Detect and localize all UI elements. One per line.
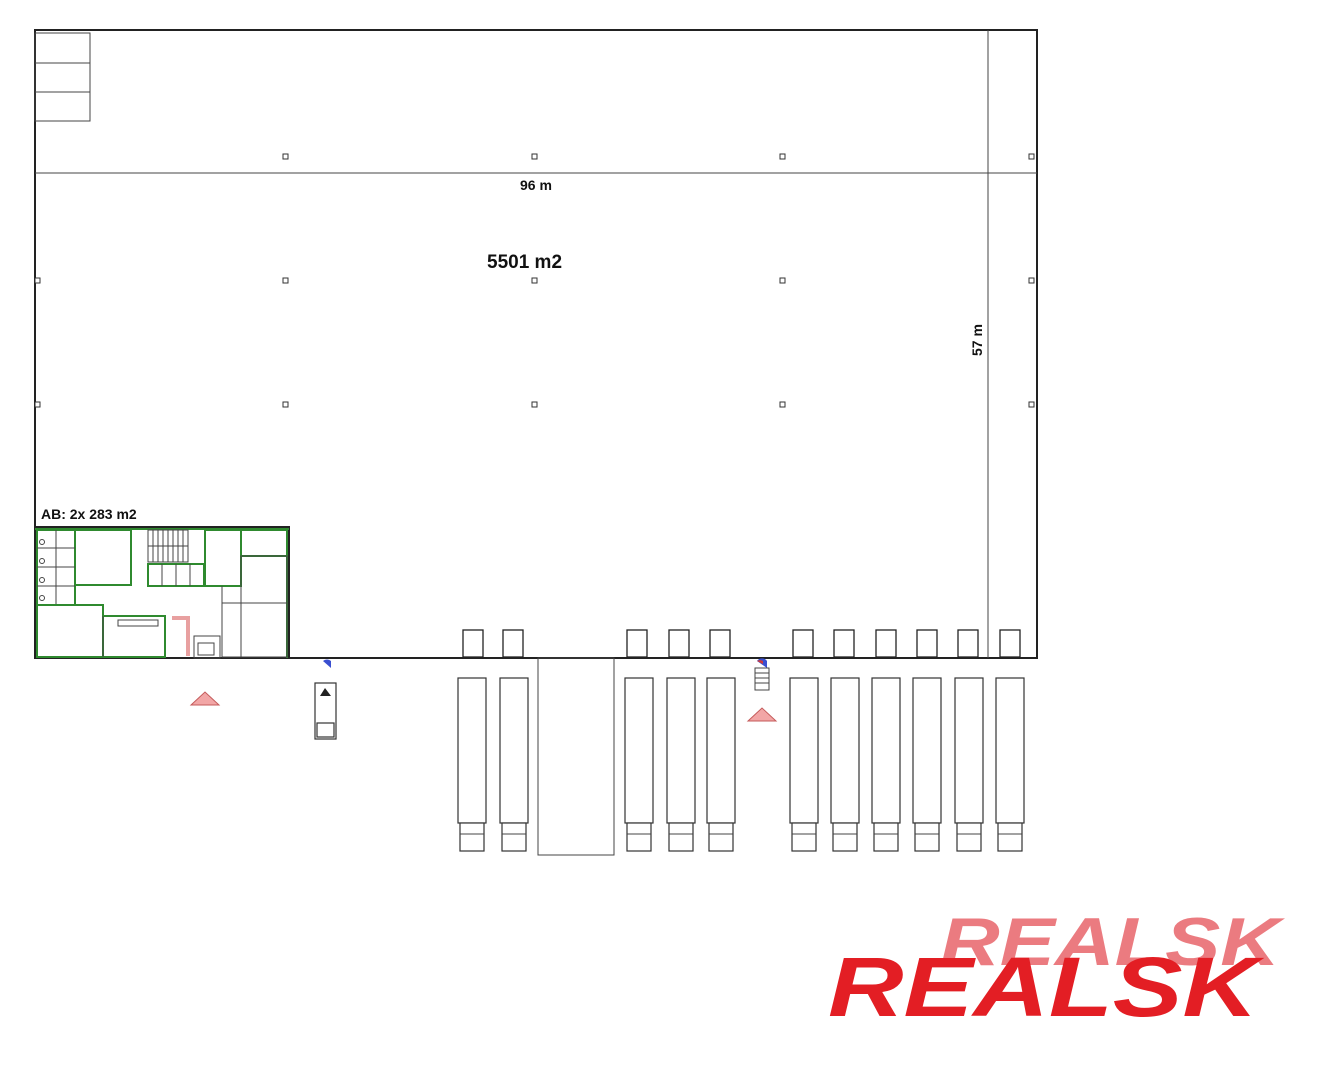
van-icon xyxy=(314,682,337,740)
truck-icon xyxy=(499,677,529,852)
width-dimension-label: 96 m xyxy=(520,177,552,193)
hall-outline xyxy=(34,29,1038,659)
truck-icon xyxy=(830,677,860,852)
office-block xyxy=(34,526,290,659)
columns xyxy=(34,153,1035,408)
top-left-racks xyxy=(34,32,91,122)
truck-icon xyxy=(706,677,736,852)
logo-back-text: REALSK xyxy=(940,904,1286,980)
logo-front-text: REALSK xyxy=(828,940,1265,1034)
office-area-label: AB: 2x 283 m2 xyxy=(41,506,137,522)
truck-icon xyxy=(624,677,654,852)
truck-icon xyxy=(954,677,984,852)
truck-icon xyxy=(995,677,1025,852)
realsk-logo: REALSK REALSK xyxy=(828,904,1286,1034)
entrance-arrow-icon xyxy=(189,691,221,706)
truck-icon xyxy=(457,677,487,852)
truck-icon xyxy=(666,677,696,852)
loading-docks xyxy=(462,629,1021,658)
truck-icon xyxy=(871,677,901,852)
depth-dimension-label: 57 m xyxy=(969,324,985,356)
door-icon xyxy=(323,659,331,668)
entrance-arrow-icon xyxy=(746,707,778,722)
staircase-icon xyxy=(147,529,189,563)
truck-icon xyxy=(789,677,819,852)
truck-icon xyxy=(912,677,942,852)
hall-area-label: 5501 m2 xyxy=(487,252,562,273)
trucks xyxy=(457,677,1025,852)
drive-in-ramp xyxy=(537,657,615,856)
exterior-stair-icon xyxy=(754,667,770,691)
